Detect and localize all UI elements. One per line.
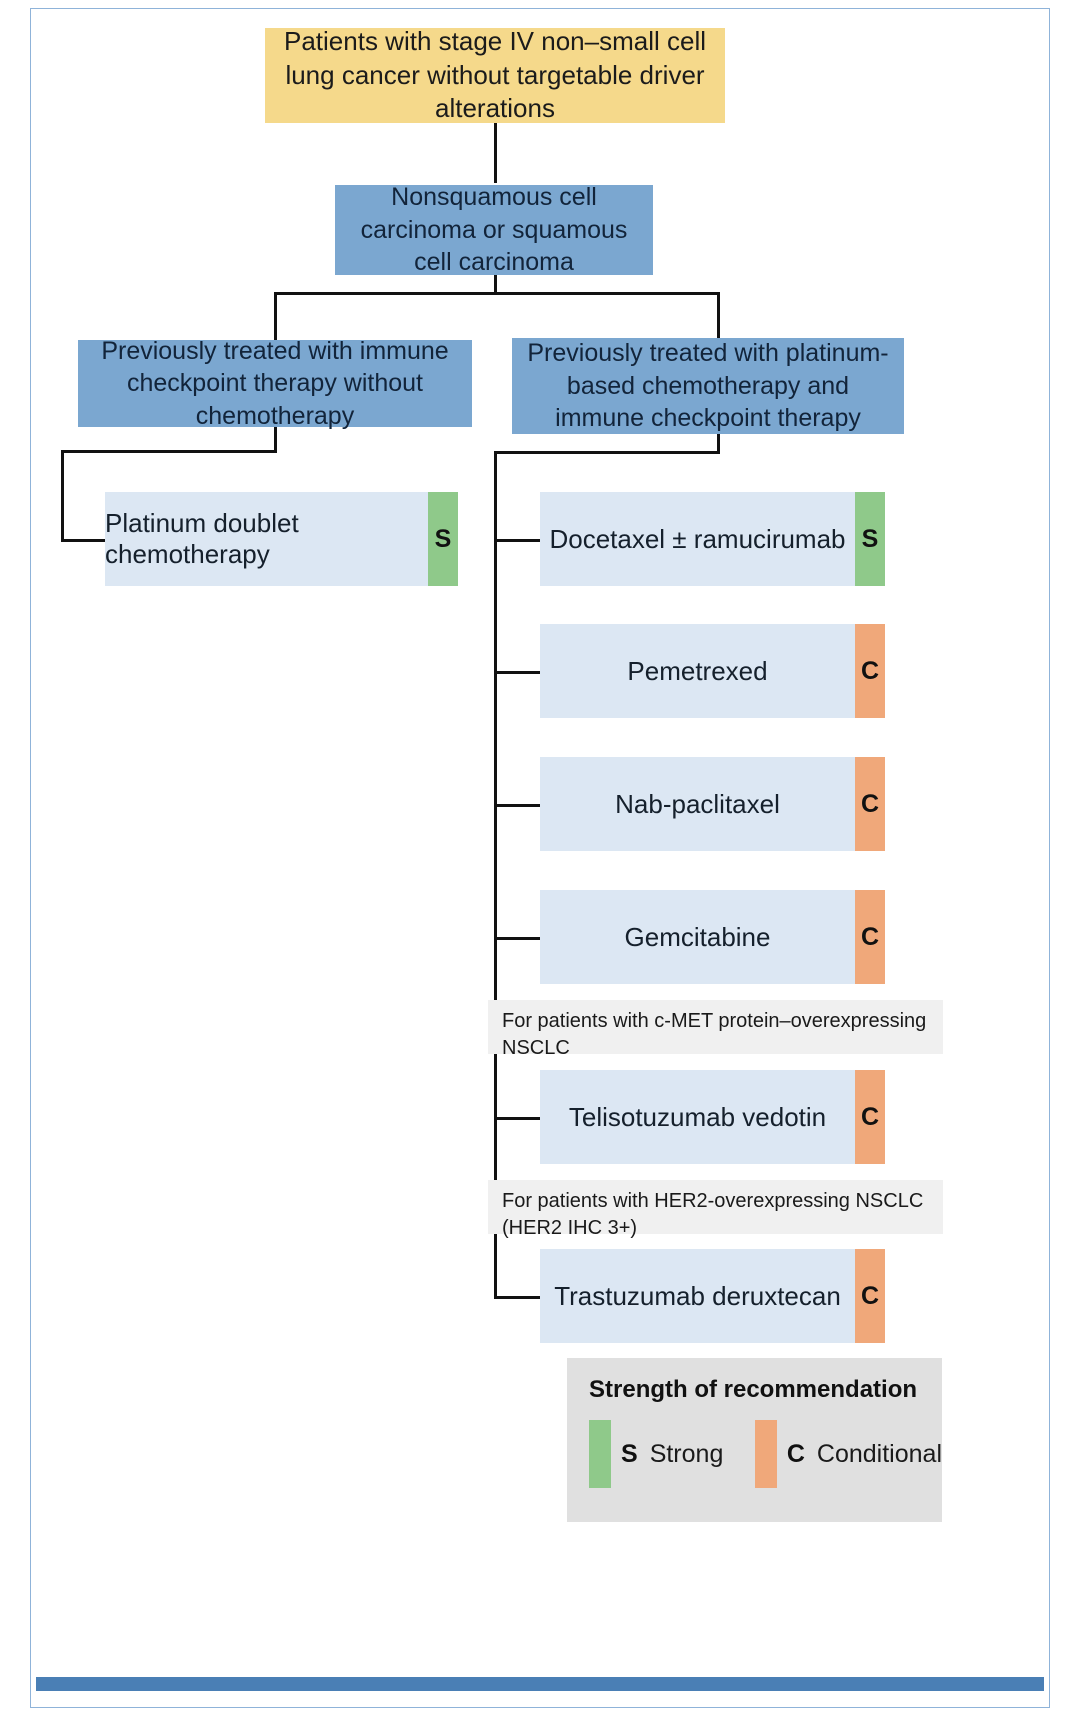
treatment-row-nab-paclitaxel[interactable]: Nab-paclitaxel C: [540, 757, 885, 851]
strength-badge-docetaxel: S: [855, 492, 885, 586]
treatment-label-pemetrexed: Pemetrexed: [540, 624, 855, 718]
annotation-her2: For patients with HER2-overexpressing NS…: [488, 1180, 943, 1239]
treatment-row-docetaxel[interactable]: Docetaxel ± ramucirumab S: [540, 492, 885, 586]
connector-left-elbow-down: [61, 450, 64, 542]
treatment-label-docetaxel: Docetaxel ± ramucirumab: [540, 492, 855, 586]
strength-badge-pemetrexed: C: [855, 624, 885, 718]
connector-header-to-histology: [494, 123, 497, 183]
treatment-label-nab-paclitaxel: Nab-paclitaxel: [540, 757, 855, 851]
connector-right-elbow-top: [494, 451, 720, 454]
connector-right-spine: [494, 451, 497, 1299]
treatment-row-platinum-doublet[interactable]: Platinum doublet chemotherapy S: [105, 492, 458, 586]
annotation-her2-text: For patients with HER2-overexpressing NS…: [502, 1190, 924, 1239]
connector-right-branch-stem: [717, 434, 720, 453]
legend-item-conditional: C Conditional: [754, 1420, 942, 1488]
legend-symbol-strong: S: [621, 1439, 638, 1468]
branch-box-left: Previously treated with immune checkpoin…: [78, 337, 472, 430]
strength-badge-trastuzumab: C: [855, 1249, 885, 1343]
connector-to-left-branch: [274, 292, 277, 340]
strength-badge-gemcitabine: C: [855, 890, 885, 984]
legend-label-strong: Strong: [649, 1439, 724, 1468]
strength-badge-nab-paclitaxel: C: [855, 757, 885, 851]
histology-box: Nonsquamous cell carcinoma or squamous c…: [335, 183, 653, 276]
treatment-label-telisotuzumab: Telisotuzumab vedotin: [540, 1070, 855, 1164]
branch-box-right: Previously treated with platinum-based c…: [512, 338, 904, 434]
legend-swatch-strong: [589, 1420, 611, 1488]
connector-left-to-platinum: [61, 539, 105, 542]
connector-histology-stem: [494, 275, 497, 293]
connector-to-right-branch: [717, 292, 720, 338]
treatment-row-gemcitabine[interactable]: Gemcitabine C: [540, 890, 885, 984]
treatment-label-trastuzumab: Trastuzumab deruxtecan: [540, 1249, 855, 1343]
legend-box: Strength of recommendation S Strong C Co…: [567, 1358, 942, 1522]
treatment-row-telisotuzumab[interactable]: Telisotuzumab vedotin C: [540, 1070, 885, 1164]
connector-stub-trastuzumab: [494, 1296, 540, 1299]
connector-split-bar: [274, 292, 720, 295]
footer-bar: [36, 1677, 1044, 1691]
branch-box-left-label: Previously treated with immune checkpoin…: [101, 336, 449, 430]
connector-stub-nab-paclitaxel: [494, 804, 540, 807]
header-box-label: Patients with stage IV non–small cell lu…: [284, 25, 706, 124]
treatment-row-pemetrexed[interactable]: Pemetrexed C: [540, 624, 885, 718]
annotation-cmet-text: For patients with c-MET protein–overexpr…: [502, 1010, 927, 1059]
connector-stub-telisotuzumab: [494, 1117, 540, 1120]
strength-badge-platinum-doublet: S: [428, 492, 458, 586]
connector-stub-pemetrexed: [494, 671, 540, 674]
treatment-label-platinum-doublet: Platinum doublet chemotherapy: [105, 492, 428, 586]
header-box: Patients with stage IV non–small cell lu…: [265, 25, 725, 124]
histology-box-label: Nonsquamous cell carcinoma or squamous c…: [360, 183, 628, 277]
connector-stub-docetaxel: [494, 539, 540, 542]
legend-symbol-conditional: C: [786, 1439, 805, 1468]
legend-items: S Strong C Conditional: [567, 1420, 942, 1488]
treatment-row-trastuzumab[interactable]: Trastuzumab deruxtecan C: [540, 1249, 885, 1343]
connector-left-elbow-top: [61, 450, 277, 453]
branch-box-right-label: Previously treated with platinum-based c…: [527, 339, 889, 433]
strength-badge-telisotuzumab: C: [855, 1070, 885, 1164]
connector-left-branch-stem: [274, 427, 277, 452]
treatment-label-gemcitabine: Gemcitabine: [540, 890, 855, 984]
annotation-cmet: For patients with c-MET protein–overexpr…: [488, 1000, 943, 1059]
legend-label-conditional: Conditional: [816, 1439, 942, 1468]
legend-swatch-conditional: [754, 1420, 777, 1488]
legend-title: Strength of recommendation: [589, 1376, 918, 1403]
legend-item-strong: S Strong: [589, 1420, 723, 1488]
connector-stub-gemcitabine: [494, 937, 540, 940]
